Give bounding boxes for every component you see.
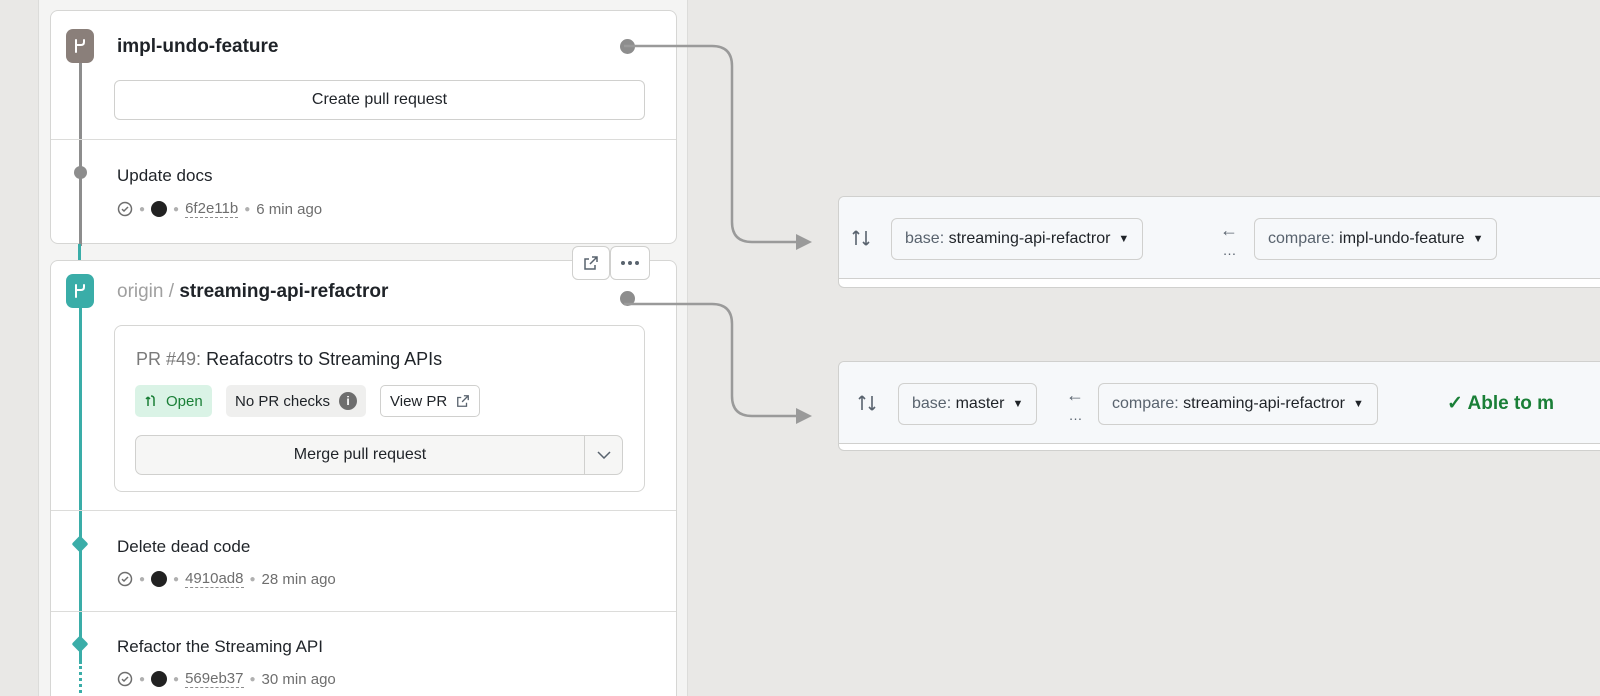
compare-value: impl-undo-feature [1339, 230, 1465, 247]
git-compare-icon [858, 395, 876, 411]
open-external-button[interactable] [572, 246, 610, 280]
commit-sha[interactable]: 569eb37 [185, 670, 244, 688]
merge-status-text: ✓ Able to m [1447, 393, 1555, 414]
pr-number: PR #49: [136, 349, 202, 369]
pr-title-text: Reafacotrs to Streaming APIs [206, 349, 443, 369]
base-value: master [955, 395, 1005, 412]
divider [51, 611, 676, 612]
commit-rail-link [78, 244, 81, 260]
pr-title[interactable]: PR #49: Reafacotrs to Streaming APIs [136, 349, 442, 370]
avatar [151, 571, 168, 587]
external-link-icon [457, 395, 470, 407]
git-compare-icon [852, 230, 870, 246]
branch-icon [66, 274, 94, 308]
compare-branch-select[interactable]: compare: streaming-api-refactror ▼ [1098, 383, 1378, 425]
remote-separator: / [168, 281, 175, 302]
branch-connector-dot [620, 39, 635, 54]
branch-stack-panel: impl-undo-feature Create pull request Up… [38, 0, 688, 696]
branch-icon [66, 29, 94, 63]
commit-title[interactable]: Delete dead code [117, 537, 251, 556]
compare-key: compare: [1112, 395, 1179, 412]
more-options-button[interactable] [610, 246, 650, 280]
commit-sha[interactable]: 6f2e11b [185, 200, 239, 218]
compare-bar-header: base: streaming-api-refactror ▼ ← … compa… [839, 197, 1600, 279]
base-key: base: [905, 230, 945, 247]
commit-time: 30 min ago [261, 670, 336, 688]
arrow-left-icon: ← [1220, 220, 1238, 240]
ellipsis-icon: … [1222, 242, 1237, 258]
commit-rail [79, 51, 82, 246]
local-branch-card: impl-undo-feature Create pull request Up… [50, 10, 677, 246]
base-value: streaming-api-refactror [948, 230, 1111, 247]
commit-sha[interactable]: 4910ad8 [185, 570, 244, 588]
info-icon[interactable]: i [339, 392, 358, 410]
view-pr-button[interactable]: View PR [380, 385, 481, 417]
commit-title[interactable]: Update docs [117, 166, 213, 185]
pr-checks-badge: No PR checks i [226, 385, 367, 417]
chevron-down-icon [596, 451, 611, 459]
caret-down-icon: ▼ [1352, 398, 1364, 410]
commit-meta: ● ● 4910ad8 ● 28 min ago [117, 570, 336, 588]
arrow-left-icon: ← [1066, 385, 1084, 405]
compare-bar: base: master ▼ ← … compare: streaming-api… [838, 361, 1600, 451]
remote-branch-name: streaming-api-refactror [179, 281, 389, 302]
caret-down-icon: ▼ [1118, 233, 1130, 245]
check-circle-icon [117, 201, 133, 217]
commit-title[interactable]: Refactor the Streaming API [117, 637, 323, 656]
commit-rail-dotted [79, 661, 82, 696]
commit-node [71, 535, 89, 553]
merge-pull-request-button[interactable]: Merge pull request [135, 435, 623, 475]
pr-checks-label: No PR checks [235, 392, 331, 410]
commit-time: 28 min ago [261, 570, 336, 588]
base-branch-select[interactable]: base: streaming-api-refactror ▼ [891, 218, 1144, 260]
pr-status-badge: Open [135, 385, 212, 417]
commit-meta: ● ● 569eb37 ● 30 min ago [117, 670, 336, 688]
pull-request-icon [145, 395, 155, 406]
compare-bar: base: streaming-api-refactror ▼ ← … compa… [838, 196, 1600, 288]
branch-connector-dot [620, 291, 635, 306]
compare-value: streaming-api-refactror [1183, 395, 1345, 412]
pull-request-box: PR #49: Reafacotrs to Streaming APIs Ope… [114, 325, 645, 492]
avatar [151, 201, 168, 217]
caret-down-icon: ▼ [1472, 233, 1484, 245]
divider [51, 510, 676, 511]
check-circle-icon [117, 671, 133, 687]
commit-rail [79, 301, 82, 661]
create-pull-request-button[interactable]: Create pull request [114, 80, 645, 120]
external-link-icon [584, 256, 598, 270]
commit-node [71, 635, 89, 653]
remote-name: origin [117, 281, 164, 302]
check-circle-icon [117, 571, 133, 587]
commit-time: 6 min ago [256, 200, 323, 218]
view-pr-label: View PR [390, 392, 448, 410]
branch-name[interactable]: impl-undo-feature [117, 36, 279, 57]
divider [51, 139, 676, 140]
pr-status-label: Open [166, 392, 203, 410]
commit-meta: ● ● 6f2e11b ● 6 min ago [117, 200, 322, 218]
ellipsis-icon: … [1068, 407, 1083, 423]
remote-branch-card: origin / streaming-api-refactror PR #49:… [50, 246, 677, 696]
kebab-icon [621, 261, 639, 265]
merge-options-button[interactable] [584, 436, 622, 474]
base-branch-select[interactable]: base: master ▼ [898, 383, 1038, 425]
base-key: base: [912, 395, 952, 412]
compare-branch-select[interactable]: compare: impl-undo-feature ▼ [1254, 218, 1498, 260]
compare-key: compare: [1268, 230, 1335, 247]
avatar [151, 671, 168, 687]
commit-node [74, 166, 87, 179]
branch-name[interactable]: origin / streaming-api-refactror [117, 281, 388, 303]
compare-bar-header: base: master ▼ ← … compare: streaming-api… [839, 362, 1600, 444]
merge-label: Merge pull request [293, 446, 427, 463]
caret-down-icon: ▼ [1012, 398, 1024, 410]
